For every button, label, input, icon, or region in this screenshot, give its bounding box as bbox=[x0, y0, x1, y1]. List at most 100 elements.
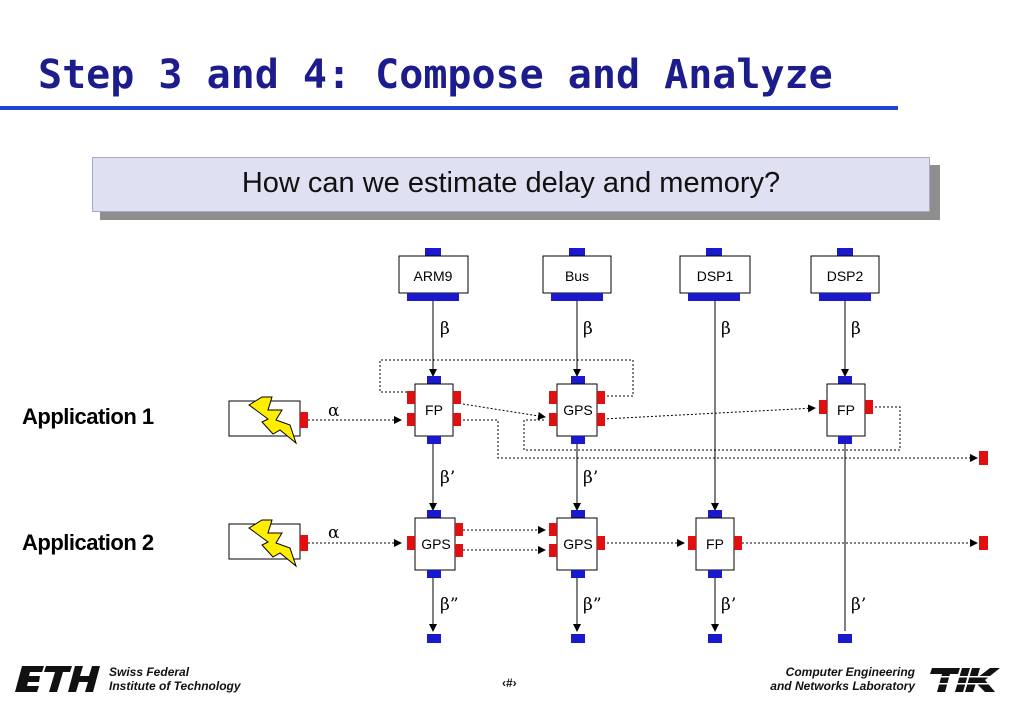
event-out-port bbox=[597, 413, 605, 426]
event-in-port bbox=[549, 523, 557, 536]
question-text: How can we estimate delay and memory? bbox=[241, 167, 781, 199]
beta-double-prime-label: β” bbox=[440, 595, 459, 615]
port-top bbox=[706, 248, 722, 256]
feedback-loop bbox=[379, 359, 634, 397]
resource-label: ARM9 bbox=[414, 268, 453, 284]
page-number: ‹#› bbox=[502, 676, 517, 690]
sink-port bbox=[427, 634, 441, 643]
beta-prime-label: β’ bbox=[721, 595, 736, 615]
component-box bbox=[556, 383, 598, 437]
tik-letter-t bbox=[930, 668, 960, 692]
event-in-port bbox=[549, 544, 557, 557]
component-label: GPS bbox=[563, 536, 593, 552]
resource-box bbox=[398, 255, 469, 294]
footer-lab-line2: and Networks Laboratory bbox=[770, 679, 915, 693]
event-in-port bbox=[819, 400, 827, 414]
tik-letter-i bbox=[955, 668, 970, 692]
port-bottom bbox=[407, 293, 459, 301]
beta-prime-label: β’ bbox=[851, 595, 866, 615]
resource-in-port bbox=[571, 376, 585, 384]
slide-title: Step 3 and 4: Compose and Analyze bbox=[38, 52, 833, 98]
event-source-app2 bbox=[228, 519, 308, 568]
resource-dsp2: DSP2 bbox=[810, 248, 880, 301]
application-2-label: Application 2 bbox=[22, 530, 154, 555]
tik-stripe bbox=[928, 683, 1004, 685]
port-bottom bbox=[551, 293, 603, 301]
eth-logo bbox=[15, 666, 100, 692]
tik-letter-k bbox=[965, 668, 1000, 692]
resource-label: DSP2 bbox=[827, 268, 864, 284]
component-box bbox=[695, 517, 735, 571]
beta-double-prime-label: β” bbox=[583, 595, 602, 615]
event-in-port bbox=[407, 536, 415, 550]
event-stream-arrow bbox=[462, 403, 546, 420]
footer-institution-line2: Institute of Technology bbox=[109, 679, 241, 693]
alpha-label: α bbox=[328, 401, 340, 421]
component-label: GPS bbox=[421, 536, 451, 552]
event-out-port bbox=[734, 536, 742, 550]
resource-in-port bbox=[427, 510, 441, 518]
alpha-label: α bbox=[328, 523, 340, 543]
component-box bbox=[414, 383, 454, 437]
tik-stripe bbox=[928, 676, 1004, 678]
resource-in-port bbox=[838, 376, 852, 384]
resource-label: DSP1 bbox=[697, 268, 734, 284]
beta-prime-label: β’ bbox=[440, 468, 455, 488]
resource-box bbox=[542, 255, 612, 294]
resource-label: Bus bbox=[565, 268, 589, 284]
event-stream-arrow bbox=[463, 419, 978, 462]
title-underline bbox=[0, 106, 898, 110]
component-fp-arm9: FP bbox=[407, 376, 461, 444]
beta-label: β bbox=[721, 319, 731, 339]
lightning-icon bbox=[248, 396, 298, 445]
port-bottom bbox=[688, 293, 740, 301]
component-label: FP bbox=[425, 402, 443, 418]
resource-in-port bbox=[427, 376, 441, 384]
event-out-port bbox=[865, 400, 873, 414]
port-top bbox=[425, 248, 441, 256]
component-gps-bus-2: GPS bbox=[549, 510, 605, 578]
sink-port bbox=[571, 634, 585, 643]
event-in-port bbox=[688, 536, 696, 550]
resource-box bbox=[679, 255, 751, 294]
event-stream-arrow bbox=[602, 404, 816, 420]
event-in-port bbox=[549, 391, 557, 404]
beta-label: β bbox=[583, 319, 593, 339]
resource-box bbox=[810, 255, 880, 294]
application-1-label: Application 1 bbox=[22, 404, 154, 429]
resource-dsp1: DSP1 bbox=[679, 248, 751, 301]
event-out-port bbox=[455, 544, 463, 557]
component-label: FP bbox=[706, 536, 724, 552]
resource-out-port bbox=[571, 570, 585, 578]
component-gps-arm9: GPS bbox=[407, 510, 463, 578]
event-out-port bbox=[453, 391, 461, 404]
event-out-port bbox=[455, 523, 463, 536]
resource-out-port bbox=[708, 570, 722, 578]
resource-out-port bbox=[838, 436, 852, 444]
event-out-port bbox=[597, 536, 605, 550]
port-bottom bbox=[819, 293, 871, 301]
eth-letter-t bbox=[44, 666, 72, 692]
event-out-port bbox=[597, 391, 605, 404]
resource-bus: Bus bbox=[542, 248, 612, 301]
port-top bbox=[837, 248, 853, 256]
component-box bbox=[556, 517, 598, 571]
event-in-port bbox=[407, 391, 415, 404]
tik-logo bbox=[928, 668, 1004, 692]
event-in-port bbox=[407, 413, 415, 426]
eth-letter-h bbox=[68, 666, 100, 692]
resource-out-port bbox=[571, 436, 585, 444]
resource-arm9: ARM9 bbox=[398, 248, 469, 301]
resource-out-port bbox=[427, 436, 441, 444]
footer-right-text: Computer Engineering and Networks Labora… bbox=[770, 665, 915, 693]
source-port bbox=[300, 412, 308, 428]
sink-port bbox=[838, 634, 852, 643]
lightning-icon bbox=[248, 519, 298, 568]
event-source-app1 bbox=[228, 396, 308, 445]
footer-institution-line1: Swiss Federal bbox=[109, 665, 190, 679]
source-port bbox=[300, 535, 308, 551]
event-out-port bbox=[453, 413, 461, 426]
resource-in-port bbox=[708, 510, 722, 518]
event-stream-loop bbox=[523, 406, 901, 451]
